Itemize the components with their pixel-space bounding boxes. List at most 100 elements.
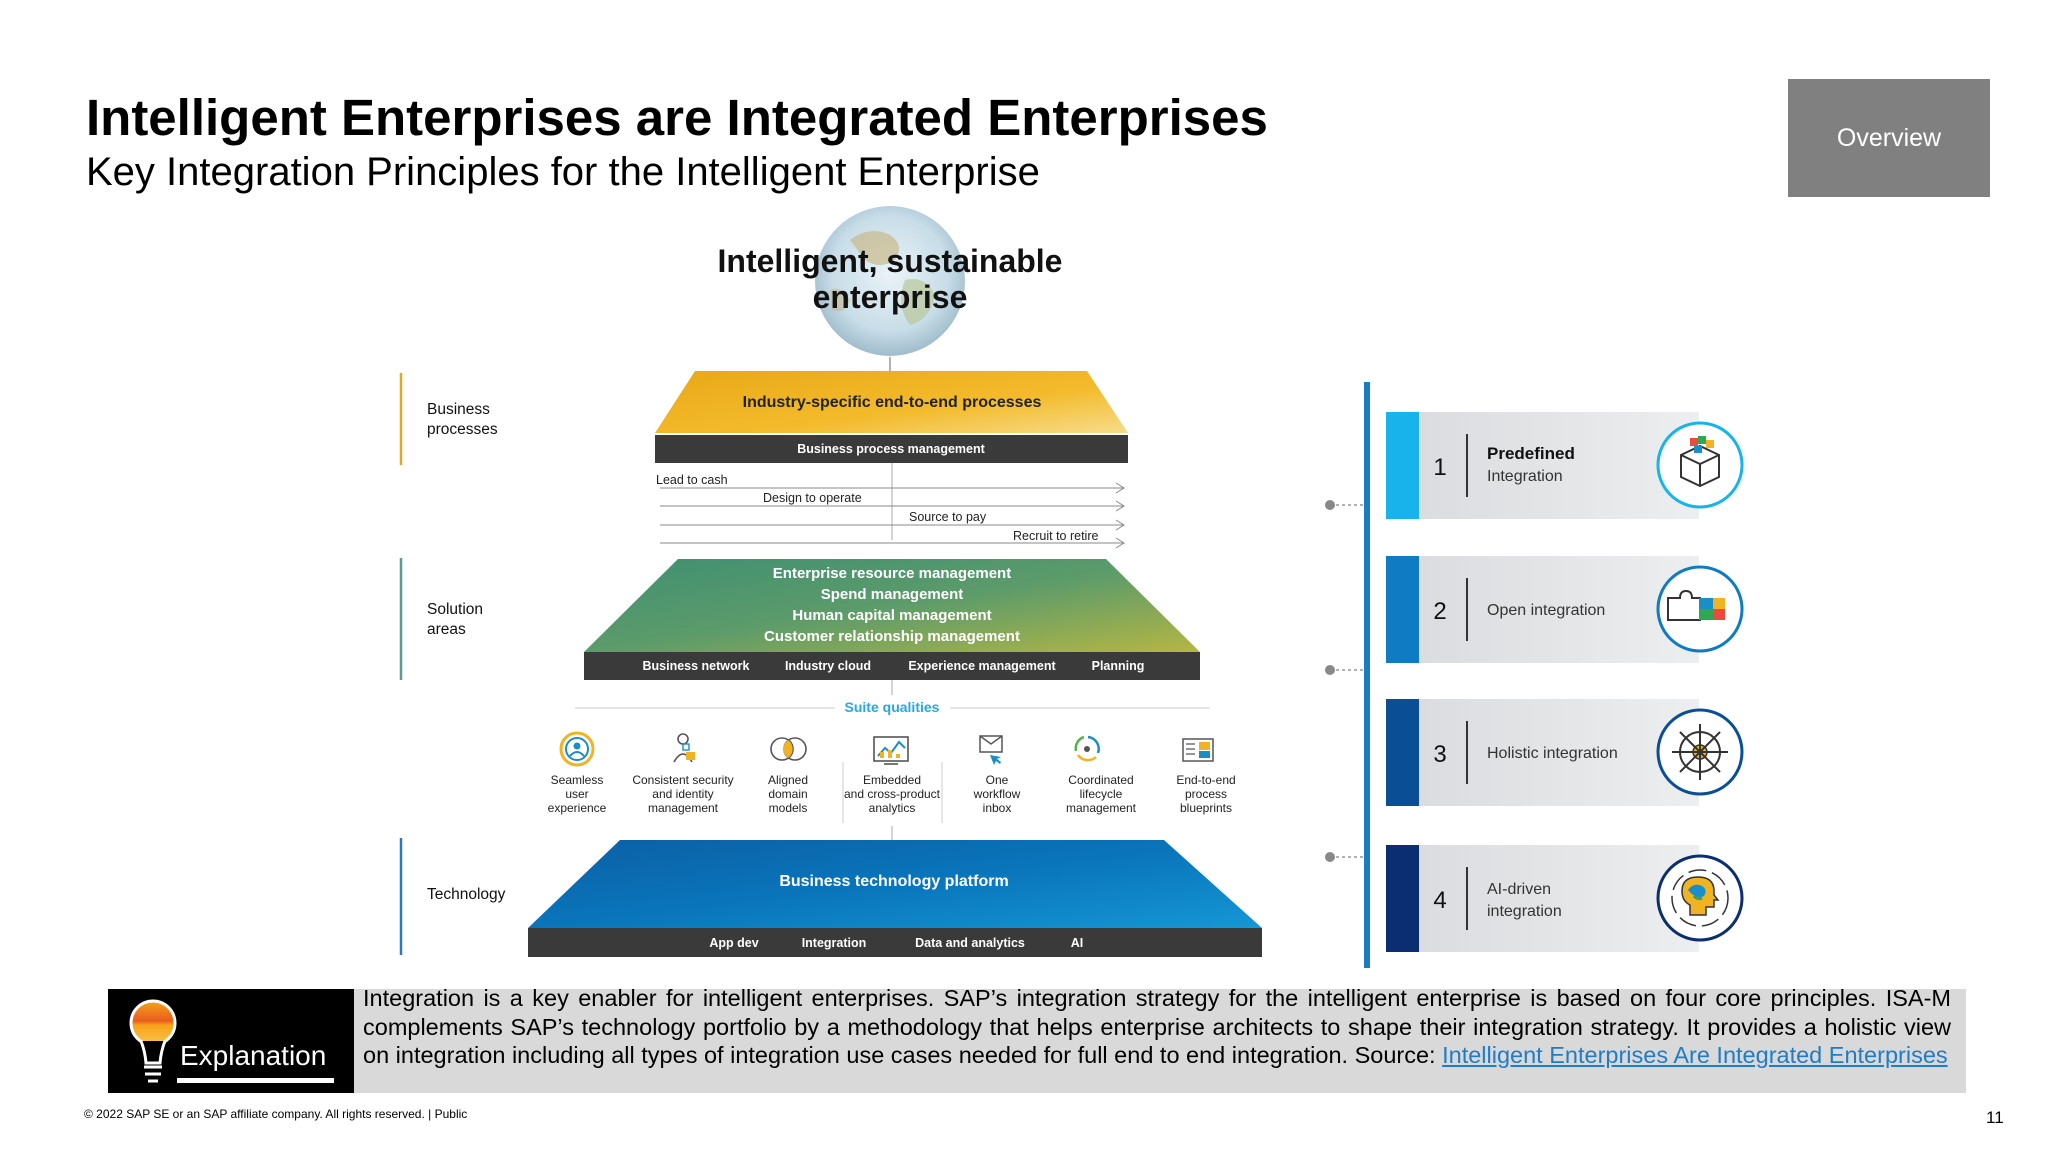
principle-card-3-bg [1386, 699, 1699, 806]
solution-area-erm: Enterprise resource management [773, 565, 1011, 582]
principle-card-1[interactable]: 1 Predefined Integration [1386, 412, 1744, 519]
workflow-inbox-icon [979, 735, 1003, 765]
flow-arrow-1 [1115, 482, 1125, 494]
principle-card-3[interactable]: 3 Holistic integration [1386, 699, 1744, 806]
principle-1-label-line2: Integration [1487, 468, 1563, 485]
overview-button[interactable]: Overview [1788, 79, 1990, 197]
quality-ux-line2: user [565, 787, 588, 801]
principle-1-color-bar [1386, 412, 1419, 519]
flow-label-source-to-pay: Source to pay [909, 510, 987, 524]
quality-lifecycle-line2: lifecycle [1080, 787, 1123, 801]
flow-label-design-to-operate: Design to operate [763, 491, 862, 505]
quality-inbox-line2: workflow [973, 787, 1021, 801]
principle-2-number: 2 [1433, 598, 1446, 625]
technology-header: Business technology platform [779, 873, 1008, 890]
solution-area-spend: Spend management [821, 586, 964, 603]
principles-dot-1 [1325, 500, 1335, 510]
principle-card-2[interactable]: 2 Open integration [1386, 556, 1744, 663]
business-processes-header: Industry-specific end-to-end processes [743, 394, 1042, 411]
side-label-technology: Technology [427, 886, 506, 903]
cube-icon [1656, 421, 1744, 509]
technology-bar-integration: Integration [802, 936, 867, 950]
principle-2-color-bar [1386, 556, 1419, 663]
principles-dot-2 [1325, 665, 1335, 675]
quality-security-line3: management [648, 801, 719, 815]
source-link[interactable]: Intelligent Enterprises Are Integrated E… [1442, 1042, 1948, 1068]
technology-bar-data-analytics: Data and analytics [915, 936, 1025, 950]
principle-card-1-bg [1386, 412, 1699, 519]
page-number: 11 [1986, 1108, 2004, 1127]
quality-inbox-line1: One [986, 773, 1009, 787]
side-label-business-1: Business [427, 401, 490, 418]
quality-analytics-line2: and cross-product [844, 787, 941, 801]
suite-qualities: Suite qualities [548, 680, 1236, 840]
quality-domain-line1: Aligned [768, 773, 808, 787]
business-process-management-bar [655, 435, 1128, 463]
business-processes-trapezoid [655, 371, 1128, 433]
principle-card-4[interactable]: 4 AI-driven integration [1386, 845, 1744, 952]
ai-head-icon [1656, 854, 1744, 942]
flow-arrow-3 [1115, 519, 1125, 531]
quality-domain-line2: domain [768, 787, 807, 801]
technology-layer: Business technology platform App dev Int… [528, 840, 1262, 957]
top-title-line2: enterprise [813, 279, 968, 315]
domain-models-icon [770, 737, 807, 761]
business-processes-layer: Industry-specific end-to-end processes B… [655, 371, 1128, 549]
quality-security-line2: and identity [652, 787, 713, 801]
solution-area-hcm: Human capital management [792, 607, 991, 624]
explanation-panel [354, 989, 1966, 1093]
quality-ux-line3: experience [548, 801, 607, 815]
solution-bar-industry-cloud: Industry cloud [785, 659, 871, 673]
lightbulb-icon [129, 999, 177, 1083]
technology-bar-app-dev: App dev [709, 936, 758, 950]
globe-icon [815, 206, 965, 356]
principle-card-4-bg [1386, 845, 1699, 952]
flow-label-lead-to-cash: Lead to cash [656, 473, 728, 487]
user-experience-icon [559, 731, 595, 767]
explanation-text-block: Integration is a key enabler for intelli… [363, 984, 1951, 1070]
quality-blueprints-line3: blueprints [1180, 801, 1232, 815]
principle-3-color-bar [1386, 699, 1419, 806]
principle-3-label-line1: Holistic integration [1487, 745, 1618, 762]
lifecycle-icon [1074, 735, 1100, 762]
explanation-text: Integration is a key enabler for intelli… [363, 985, 1951, 1068]
solution-area-crm: Customer relationship management [764, 628, 1020, 645]
top-title-line1: Intelligent, sustainable [718, 243, 1063, 279]
principle-1-label-line1: Predefined [1487, 444, 1575, 463]
quality-analytics-line1: Embedded [863, 773, 921, 787]
quality-ux-line1: Seamless [551, 773, 604, 787]
solution-bar-experience-management: Experience management [908, 659, 1056, 673]
principles-dot-3 [1325, 852, 1335, 862]
suite-qualities-label: Suite qualities [845, 699, 940, 715]
principle-4-color-bar [1386, 845, 1419, 952]
technology-trapezoid [528, 840, 1262, 928]
explanation-label: Explanation [180, 1040, 327, 1071]
flow-label-recruit-to-retire: Recruit to retire [1013, 529, 1098, 543]
quality-lifecycle-line1: Coordinated [1068, 773, 1133, 787]
integration-principles: 1 Predefined Integration 2 Open integrat… [1325, 382, 1744, 968]
solution-bar-business-network: Business network [643, 659, 750, 673]
principle-2-label-line1: Open integration [1487, 602, 1605, 619]
solution-areas-trapezoid [584, 559, 1200, 652]
side-label-solution-1: Solution [427, 601, 483, 618]
business-process-management-label: Business process management [797, 442, 985, 456]
solution-areas-layer: Enterprise resource management Spend man… [584, 559, 1200, 680]
side-label-solution-2: areas [427, 621, 466, 638]
quality-blueprints-line2: process [1185, 787, 1227, 801]
principle-4-label-line1: AI-driven [1487, 881, 1551, 898]
copyright-footer: © 2022 SAP SE or an SAP affiliate compan… [84, 1107, 468, 1121]
quality-lifecycle-line3: management [1066, 801, 1137, 815]
principle-4-label-line2: integration [1487, 903, 1562, 920]
solution-bar [584, 652, 1200, 680]
quality-analytics-line3: analytics [869, 801, 916, 815]
quality-security-line1: Consistent security [632, 773, 733, 787]
solution-bar-planning: Planning [1092, 659, 1145, 673]
quality-inbox-line3: inbox [983, 801, 1012, 815]
slide-subtitle: Key Integration Principles for the Intel… [86, 150, 1040, 194]
explanation-underline [177, 1078, 334, 1083]
side-label-business-2: processes [427, 421, 498, 438]
technology-bar [528, 928, 1262, 957]
side-labels: Business processes Solution areas Techno… [399, 373, 506, 955]
analytics-icon [873, 736, 909, 765]
